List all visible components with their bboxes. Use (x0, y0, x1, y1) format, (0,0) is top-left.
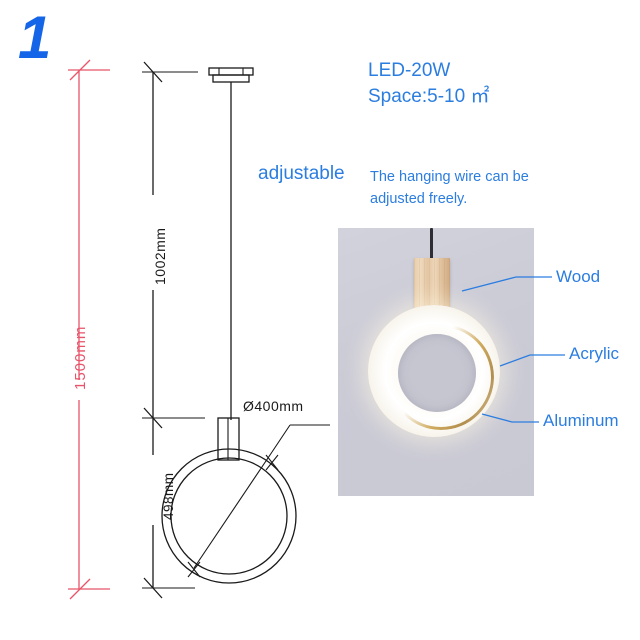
wood-block-outline (217, 417, 240, 461)
dimension-wire-drop (143, 61, 163, 429)
dimension-ring-height (143, 418, 163, 599)
callout-leader-aluminum (481, 413, 539, 423)
callout-leader-acrylic (499, 354, 565, 367)
diameter-leader (187, 424, 330, 578)
dimension-diameter-text: Ø400mm (243, 398, 304, 414)
specification-text: LED-20W Space:5-10 ㎡ (368, 60, 490, 107)
extension-lines (142, 71, 205, 589)
adjustable-label: adjustable (258, 163, 345, 184)
aluminum-rim (388, 324, 494, 430)
callout-label-aluminum: Aluminum (543, 411, 619, 430)
step-number: 1 (18, 4, 51, 71)
wire-note-text: The hanging wire can be adjusted freely. (370, 169, 529, 207)
callout-leader-wood (461, 276, 552, 292)
ring-lamp-icon (161, 448, 297, 584)
canopy-icon (208, 67, 254, 83)
dimension-total-height (68, 59, 110, 600)
callout-label-acrylic: Acrylic (569, 344, 620, 363)
callout-label-wood: Wood (556, 267, 601, 286)
hanging-wire (430, 228, 433, 260)
product-photo (338, 228, 534, 496)
